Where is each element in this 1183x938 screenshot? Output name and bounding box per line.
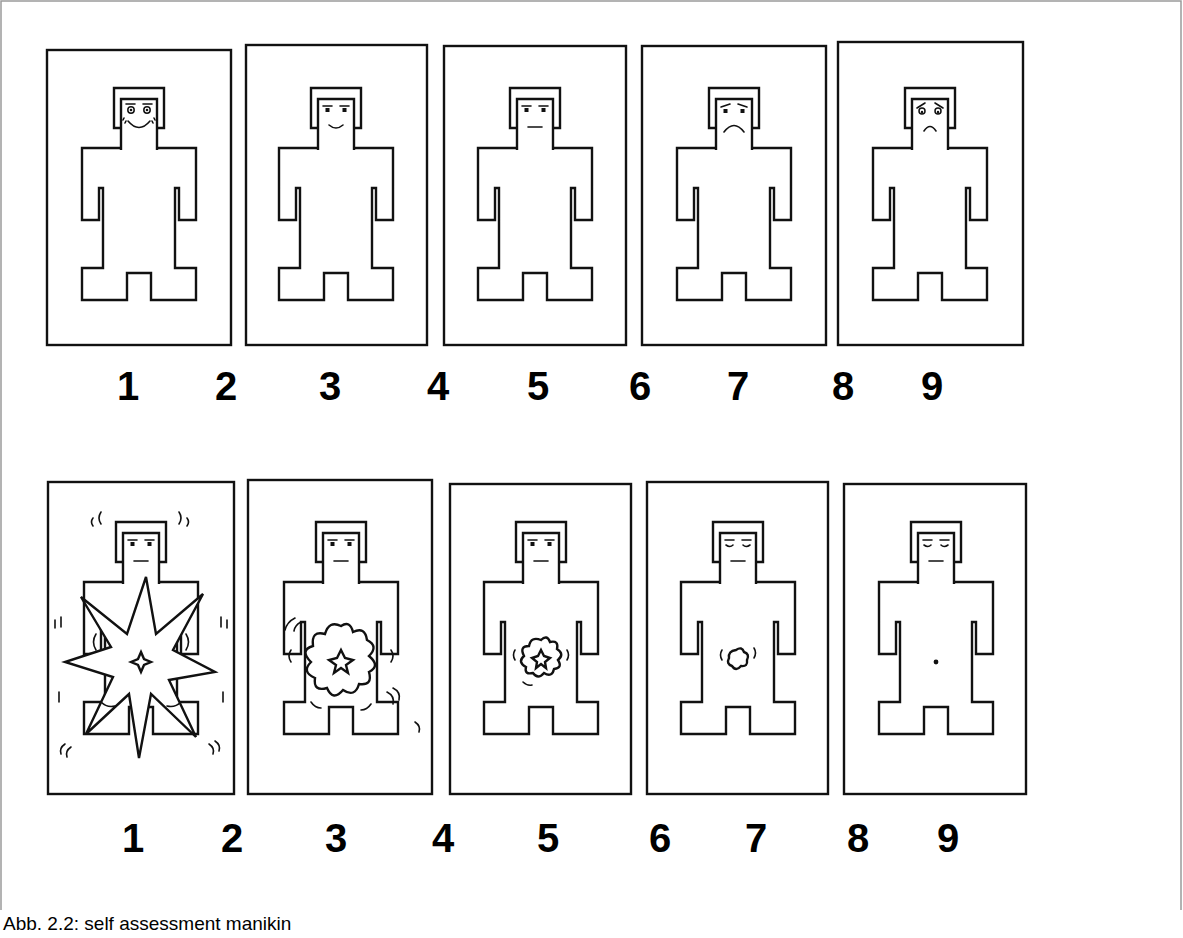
scale-number: 8 (847, 818, 869, 858)
manikin-moderate (484, 522, 598, 734)
scale-number: 6 (629, 366, 651, 406)
scale-number: 8 (832, 366, 854, 406)
manikin-relaxed (879, 522, 993, 734)
manikin-unhappy (677, 88, 791, 300)
figure-frame (1, 1, 1181, 910)
scale-number: 3 (325, 818, 347, 858)
scale-number: 9 (921, 366, 943, 406)
scale-number: 5 (527, 366, 549, 406)
scale-number: 9 (937, 818, 959, 858)
scale-number: 5 (537, 818, 559, 858)
manikin-calm (681, 522, 795, 734)
scale-number: 7 (727, 366, 749, 406)
figure-caption: Abb. 2.2: self assessment manikin (3, 914, 291, 933)
scale-number: 6 (649, 818, 671, 858)
scale-number: 2 (221, 818, 243, 858)
scale-number: 3 (319, 366, 341, 406)
scale-number: 4 (432, 818, 454, 858)
manikin-happy (82, 88, 196, 300)
scale-number: 2 (215, 366, 237, 406)
scale-number: 1 (117, 366, 139, 406)
valence-scale (47, 42, 1023, 345)
manikin-excited (55, 512, 227, 758)
manikin-pleased (279, 88, 393, 300)
manikin-sad (873, 88, 987, 300)
scale-number: 4 (427, 366, 449, 406)
arousal-scale (48, 480, 1026, 794)
scale-number: 7 (745, 818, 767, 858)
scale-number: 1 (122, 818, 144, 858)
manikin-aroused (284, 522, 420, 734)
manikin-neutral (478, 88, 592, 300)
